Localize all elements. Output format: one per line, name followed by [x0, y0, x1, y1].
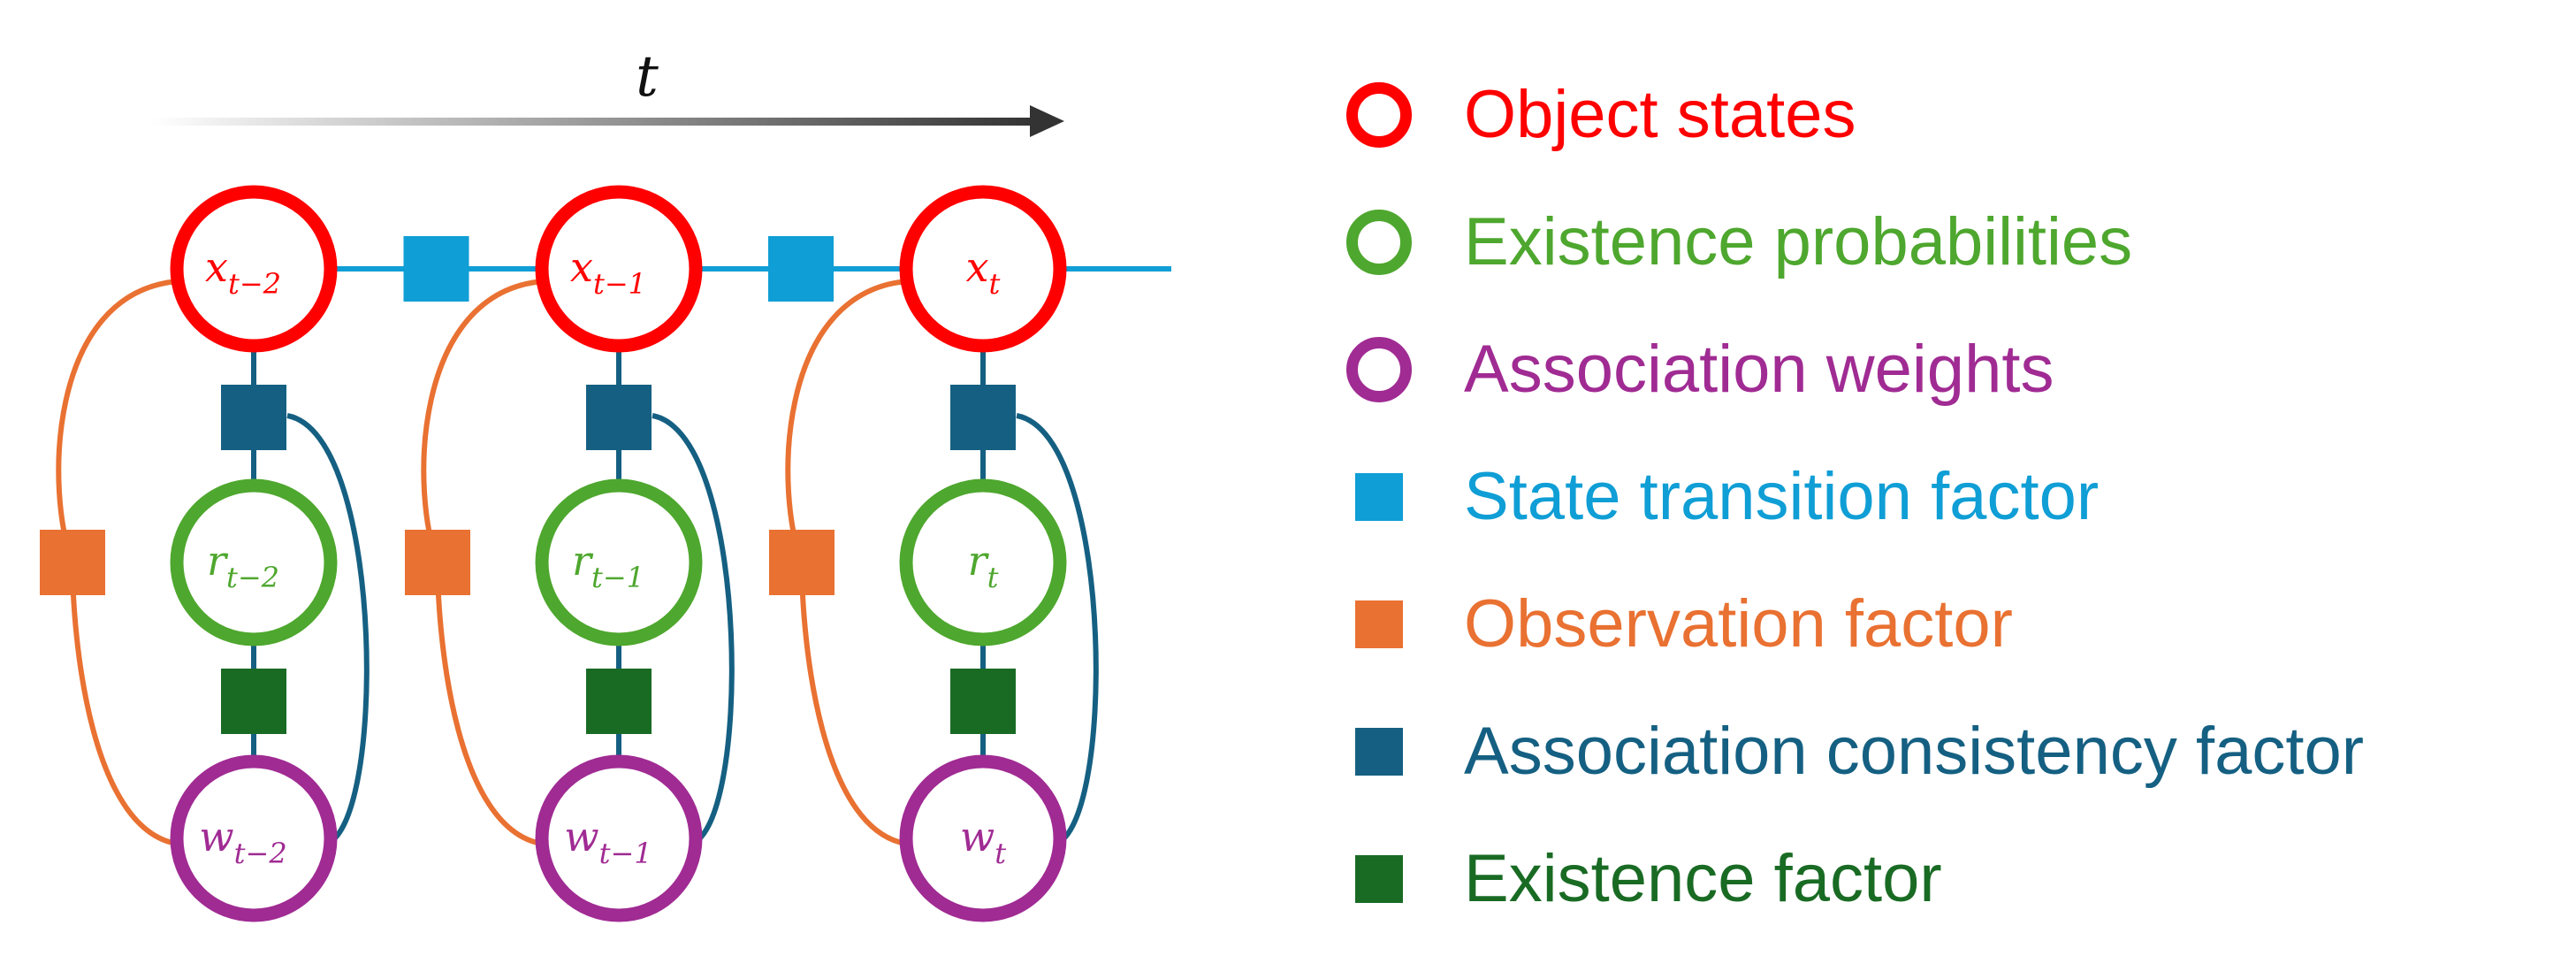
association-node-label: wt — [960, 813, 1006, 870]
legend-label: Observation factor — [1464, 586, 2013, 662]
legend-label: Association weights — [1464, 332, 2054, 407]
existence-factor — [950, 669, 1016, 734]
state-transition-factor — [403, 236, 469, 302]
legend-label: Existence probabilities — [1464, 204, 2133, 279]
association-consistency-factor — [950, 385, 1016, 450]
legend-label: Existence factor — [1464, 841, 1942, 916]
consistency-arc — [286, 413, 370, 847]
association-node — [535, 754, 703, 922]
observation-square-icon — [1355, 600, 1403, 648]
association-circle-icon — [1346, 337, 1412, 402]
variable-nodes: xt−2 rt−2 wt−2 xt−1 rt−1 wt−1 xt rt wt — [170, 185, 1067, 922]
time-arrow-head — [1030, 105, 1064, 137]
legend-item-object-states: Object states — [1326, 51, 2564, 179]
time-axis-label: t — [636, 44, 659, 110]
legend-item-association-consistency-factor: Association consistency factor — [1326, 688, 2564, 815]
existence-node — [170, 478, 338, 646]
association-node-label: wt−1 — [564, 813, 652, 870]
legend-label: State transition factor — [1464, 459, 2100, 534]
observation-factor — [40, 530, 105, 595]
state-transition-factor — [768, 236, 834, 302]
factor-graph: t xt−2 rt−2 wt−2 xt−1 rt−1 wt−1 xt rt wt — [40, 44, 1171, 922]
existence-node-label: rt−2 — [207, 537, 279, 594]
legend-item-existence-factor: Existence factor — [1326, 815, 2564, 943]
object-state-node-label: xt−1 — [570, 243, 646, 301]
legend: Object states Existence probabilities As… — [1326, 51, 2564, 943]
observation-factor — [405, 530, 470, 595]
observation-factor — [769, 530, 835, 595]
existence-node-label: rt−1 — [572, 537, 644, 594]
object-state-node-label: xt — [966, 243, 1001, 301]
association-node-label: wt−2 — [199, 813, 286, 870]
legend-label: Association consistency factor — [1464, 714, 2365, 789]
legend-item-observation-factor: Observation factor — [1326, 561, 2564, 688]
time-axis: t — [150, 44, 1064, 137]
association-node — [170, 754, 338, 922]
object-state-node — [170, 185, 338, 353]
existence-factor — [586, 669, 652, 734]
consistency-arc — [1016, 413, 1099, 847]
association-consistency-factor — [586, 385, 652, 450]
object-state-circle-icon — [1346, 82, 1412, 148]
association-node — [899, 754, 1067, 922]
legend-item-existence-probabilities: Existence probabilities — [1326, 179, 2564, 306]
transition-square-icon — [1355, 473, 1403, 521]
legend-label: Object states — [1464, 77, 1856, 152]
existence-node — [535, 478, 703, 646]
existence-factor — [221, 669, 286, 734]
existence-node-label: rt — [968, 537, 999, 594]
object-state-node — [899, 185, 1067, 353]
consistency-square-icon — [1355, 728, 1403, 776]
object-state-node — [535, 185, 703, 353]
factors — [40, 236, 1016, 734]
consistency-arc — [652, 413, 735, 847]
existence-circle-icon — [1346, 210, 1412, 275]
legend-item-state-transition-factor: State transition factor — [1326, 433, 2564, 561]
object-state-node-label: xt−2 — [205, 243, 281, 301]
existence-node — [899, 478, 1067, 646]
existence-factor-square-icon — [1355, 855, 1403, 903]
association-consistency-factor — [221, 385, 286, 450]
legend-item-association-weights: Association weights — [1326, 306, 2564, 433]
